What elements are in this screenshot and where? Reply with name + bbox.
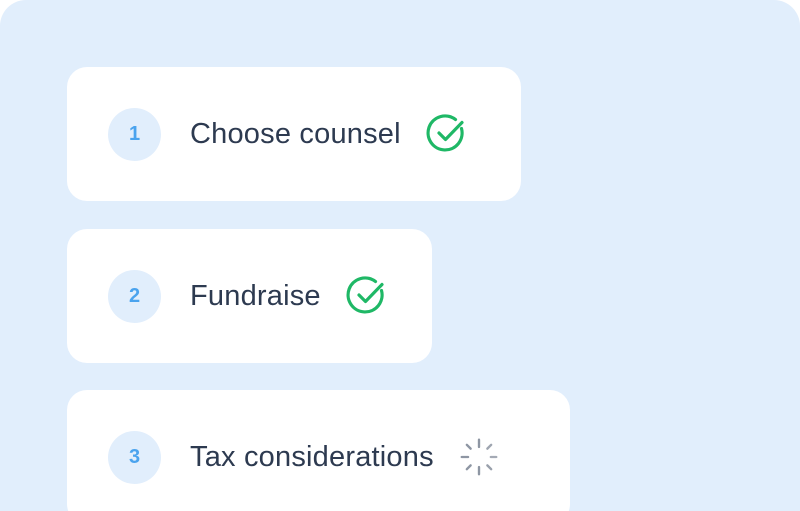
step-card-fundraise[interactable]: 2 Fundraise <box>67 229 432 363</box>
step-card-choose-counsel[interactable]: 1 Choose counsel <box>67 67 521 201</box>
step-number-badge: 2 <box>108 269 161 323</box>
step-number-badge: 1 <box>108 107 161 161</box>
step-label: Tax considerations <box>190 440 434 473</box>
step-label: Fundraise <box>190 279 321 312</box>
spinner-icon <box>459 437 499 477</box>
check-circle-icon <box>426 114 466 154</box>
step-card-tax-considerations[interactable]: 3 Tax considerations <box>67 390 570 511</box>
check-circle-icon <box>346 276 386 316</box>
step-number-badge: 3 <box>108 430 161 484</box>
step-label: Choose counsel <box>190 117 401 150</box>
